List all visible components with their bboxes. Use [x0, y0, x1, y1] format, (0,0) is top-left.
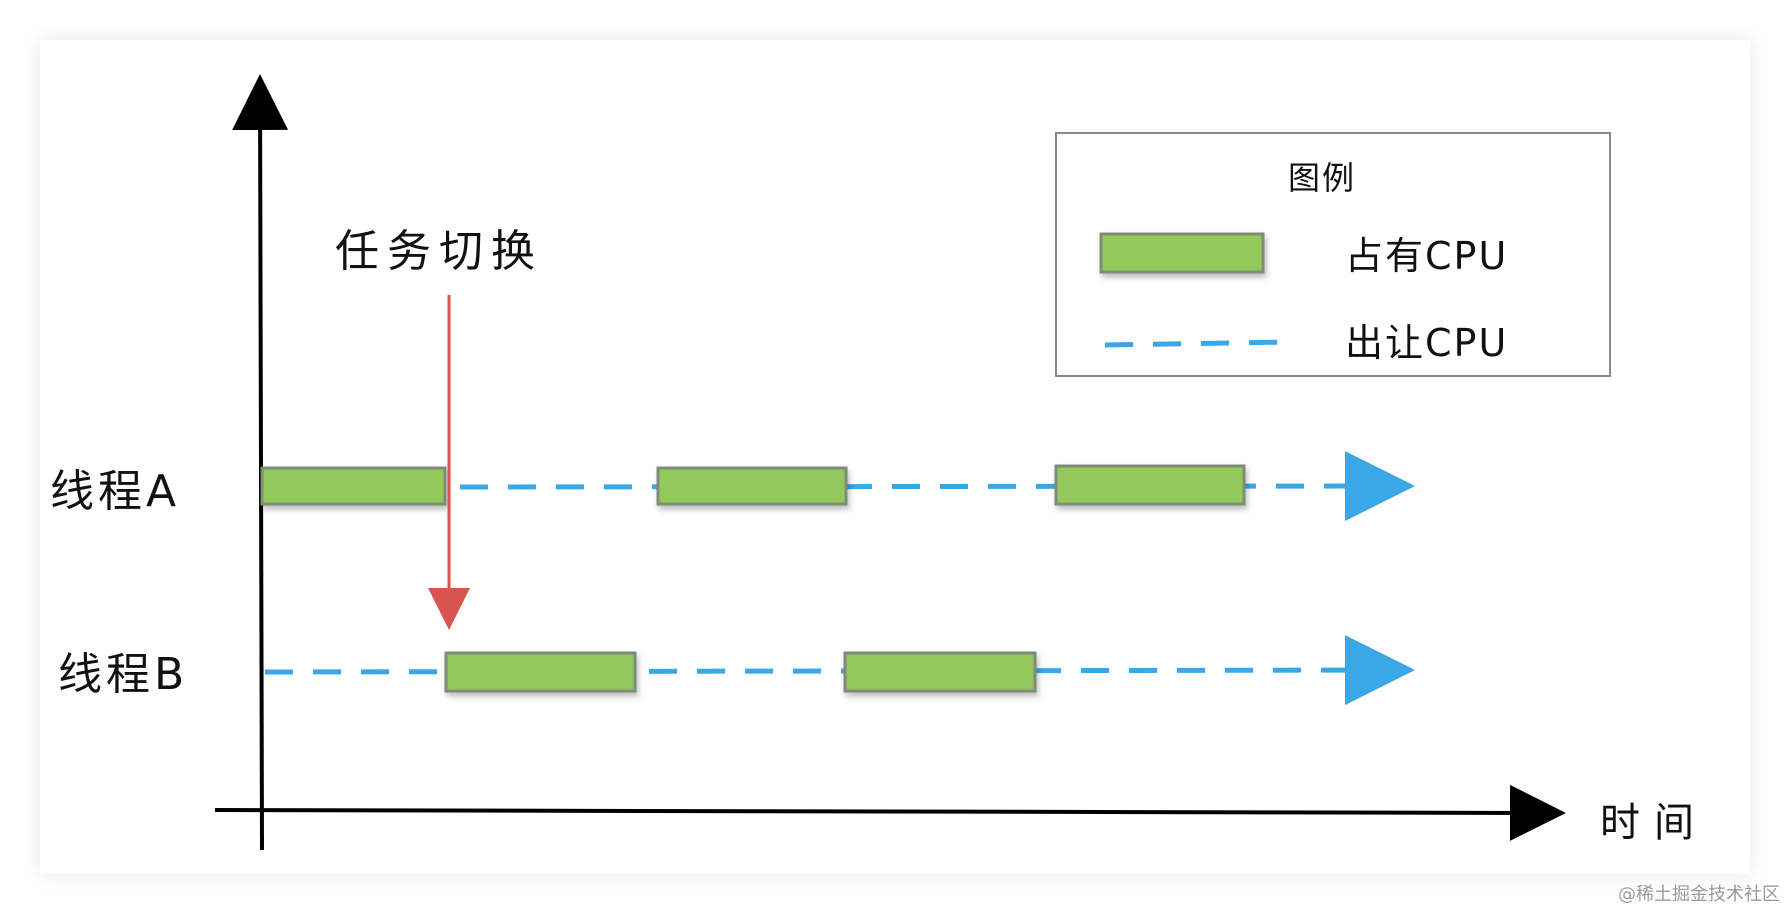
thread-b-label: 线程B: [58, 649, 189, 700]
thread-a-label: 线程A: [50, 466, 181, 517]
time-axis-label: 时间: [1600, 800, 1708, 846]
task-switch-label: 任务切换: [335, 226, 543, 277]
thread-b-yield-line: [264, 635, 1415, 706]
watermark: @稀土掘金技术社区: [1618, 884, 1780, 905]
x-axis: [214, 784, 1566, 841]
thread-a-cpu-bar: [260, 466, 447, 506]
legend-cpu-bar-swatch: [1099, 232, 1265, 274]
thread-a-yield-line: [459, 451, 1415, 522]
thread-b-cpu-bar: [444, 651, 637, 693]
legend-title: 图例: [1288, 159, 1357, 197]
legend-yield-cpu-label: 出让CPU: [1345, 321, 1509, 365]
thread-a-cpu-bar: [656, 466, 848, 506]
thread-a-cpu-bar: [1054, 464, 1246, 506]
thread-b-cpu-bar: [843, 651, 1037, 693]
legend-yield-dash-swatch: [1104, 339, 1291, 348]
legend-hold-cpu-label: 占有CPU: [1345, 234, 1509, 278]
